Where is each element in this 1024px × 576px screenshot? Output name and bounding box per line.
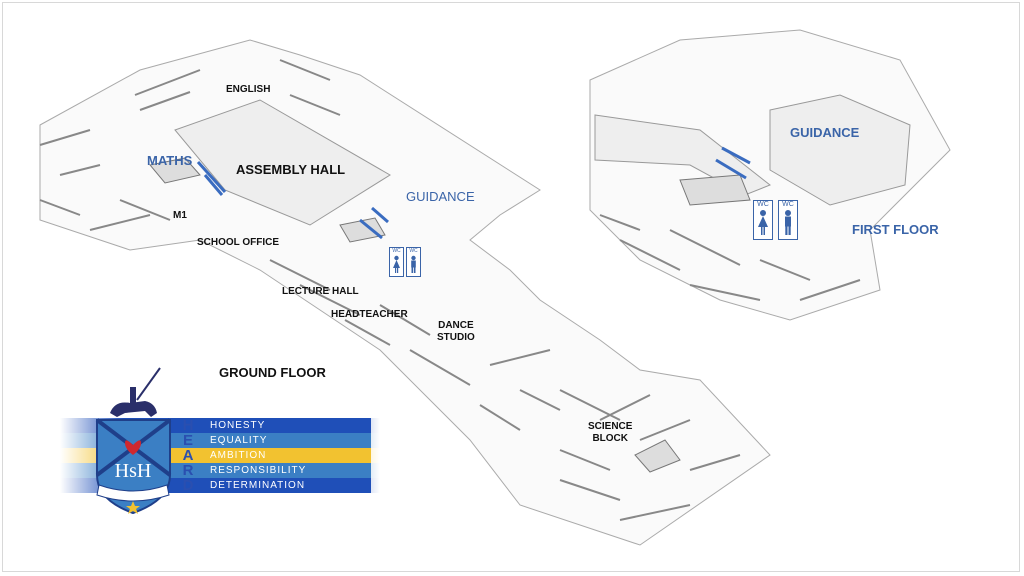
room-label-headteacher: HEADTEACHER <box>331 309 408 320</box>
room-label-lecture-hall: LECTURE HALL <box>282 286 359 297</box>
room-label-assembly-hall: ASSEMBLY HALL <box>236 162 346 177</box>
room-label-school-office: SCHOOL OFFICE <box>197 237 280 248</box>
first-floor-title: FIRST FLOOR <box>852 222 939 237</box>
room-label-dance-studio: DANCE STUDIO <box>437 320 475 343</box>
value-equality: EQUALITY <box>196 433 371 448</box>
ground-floor-title: GROUND FLOOR <box>219 365 326 380</box>
svg-text:HsH: HsH <box>115 460 152 482</box>
wc-label: WC <box>392 248 401 254</box>
acronym-letter: E <box>182 432 193 449</box>
heard-acronym: H E A R D <box>181 418 195 493</box>
value-determination: DETERMINATION <box>196 478 371 493</box>
first-floor-wc-male-sign: WC <box>778 200 798 240</box>
assembly-hall-block <box>174 99 391 226</box>
acronym-letter: H <box>182 417 194 434</box>
wc-label: WC <box>782 201 794 208</box>
wc-label: WC <box>757 201 769 208</box>
value-honesty: HONESTY <box>196 418 371 433</box>
female-icon <box>758 210 768 235</box>
wc-female-sign: WC <box>389 247 404 277</box>
first-floor-outline <box>589 29 951 321</box>
first-floor-room-label-guidance: GUIDANCE <box>790 125 860 140</box>
value-responsibility: RESPONSIBILITY <box>196 463 371 478</box>
first-floor-guidance-block <box>769 94 911 206</box>
school-values-list: HONESTY EQUALITY AMBITION RESPONSIBILITY… <box>196 418 371 493</box>
first-floor-wc-female-sign: WC <box>753 200 773 240</box>
male-icon <box>785 210 791 235</box>
school-crest-logo: HsH <box>95 367 172 515</box>
female-icon <box>393 255 400 273</box>
acronym-letter: A <box>182 447 194 464</box>
room-label-guidance: GUIDANCE <box>406 189 475 204</box>
room-label-science-block: SCIENCE BLOCK <box>588 421 633 444</box>
room-label-english: ENGLISH <box>226 84 271 95</box>
acronym-letter: D <box>182 477 194 494</box>
value-ambition: AMBITION <box>196 448 371 463</box>
wc-male-sign: WC <box>406 247 421 277</box>
male-icon <box>411 255 416 273</box>
wc-label: WC <box>409 248 418 254</box>
room-label-maths: MATHS <box>147 153 193 168</box>
acronym-letter: R <box>182 462 194 479</box>
room-label-m1: M1 <box>173 210 187 221</box>
